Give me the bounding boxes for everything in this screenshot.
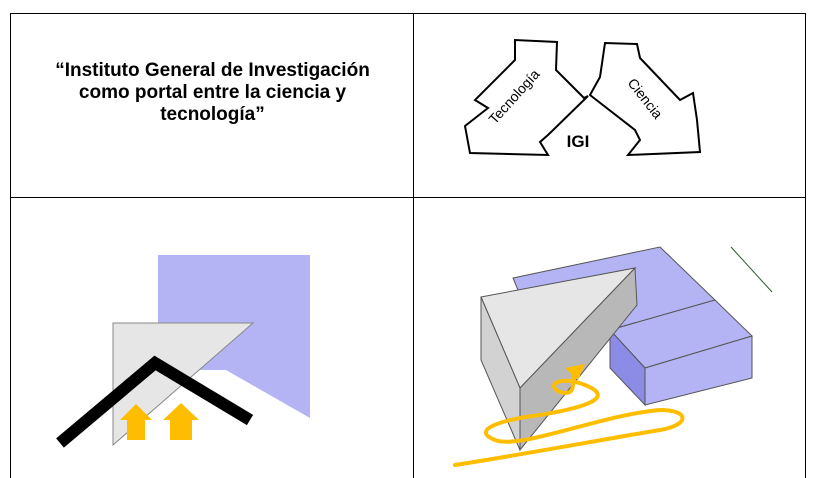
table-border-center [413,13,414,478]
gray-prism-front [480,296,521,451]
concept-quote-line-3: tecnología” [160,104,265,125]
concept-quote: “Instituto General de Investigación como… [20,60,405,126]
circulation-path [453,366,685,467]
tecnologia-arrow [463,38,589,157]
table-border-top [10,13,805,14]
up-arrow-left [120,404,152,440]
igi-label: IGI [567,132,590,151]
table-border-left [10,13,11,478]
site-line [730,246,773,293]
table-border-middle [10,197,805,198]
path-arrowhead [565,364,585,380]
concept-quote-line-2: como portal entre la ciencia y [78,82,347,103]
ciencia-arrow [588,41,702,157]
roof-line [56,355,254,448]
up-arrow-right [163,403,199,440]
table-border-right [805,13,806,478]
perspective-model [453,246,773,467]
plan-composition [56,255,310,448]
concept-quote-line-1: “Instituto General de Investigación [55,60,370,81]
arrows-diagram: Tecnología Ciencia IGI [463,38,702,157]
lavender-block-side [609,328,646,407]
